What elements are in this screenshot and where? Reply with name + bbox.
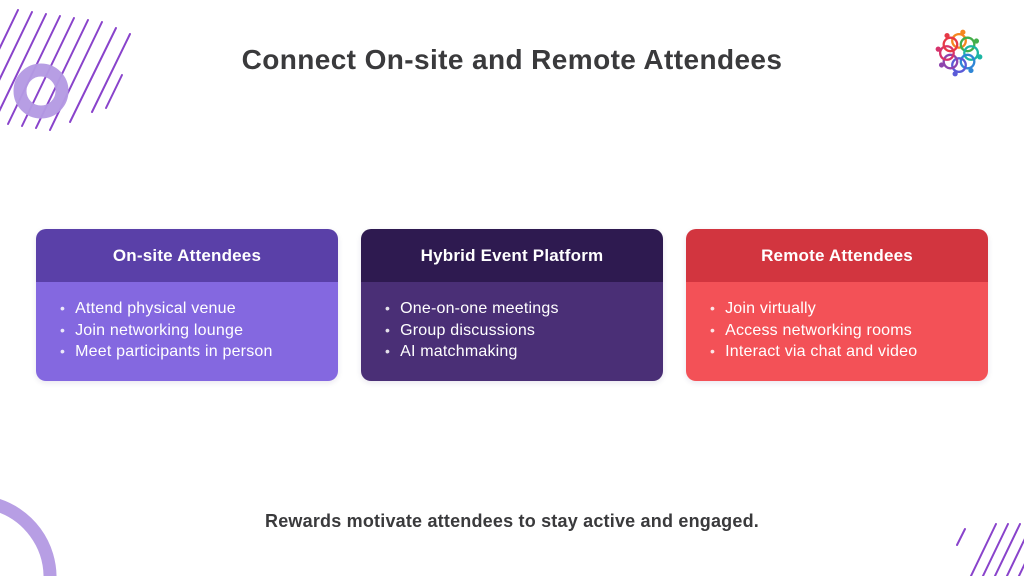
- list-item: Access networking rooms: [710, 320, 974, 342]
- bullet-icon: [60, 320, 65, 342]
- community-swirl-logo-icon: [935, 29, 983, 77]
- bullet-icon: [710, 320, 715, 342]
- card-remote-attendees: Remote Attendees Join virtually Access n…: [686, 229, 988, 381]
- comparison-cards-row: On-site Attendees Attend physical venue …: [36, 229, 988, 381]
- list-item: Interact via chat and video: [710, 341, 974, 363]
- list-item-text: AI matchmaking: [400, 343, 518, 361]
- bullet-icon: [385, 298, 390, 320]
- bullet-icon: [385, 341, 390, 363]
- card-title: Hybrid Event Platform: [420, 245, 604, 265]
- card-body: One-on-one meetings Group discussions AI…: [361, 282, 663, 381]
- card-title: On-site Attendees: [112, 245, 262, 265]
- bullet-icon: [385, 320, 390, 342]
- list-item-text: Join virtually: [725, 300, 816, 318]
- card-body: Join virtually Access networking rooms I…: [686, 282, 988, 381]
- list-item: Join virtually: [710, 298, 974, 320]
- list-item: One-on-one meetings: [385, 298, 649, 320]
- card-header: Remote Attendees: [686, 229, 988, 282]
- card-body: Attend physical venue Join networking lo…: [36, 282, 338, 381]
- list-item: Meet participants in person: [60, 341, 324, 363]
- page-title: Connect On-site and Remote Attendees: [241, 44, 783, 75]
- list-item-text: Access networking rooms: [725, 321, 912, 339]
- list-item-text: One-on-one meetings: [400, 300, 559, 318]
- list-item: Attend physical venue: [60, 298, 324, 320]
- list-item-text: Meet participants in person: [75, 343, 273, 361]
- footer-caption: Rewards motivate attendees to stay activ…: [265, 511, 759, 531]
- list-item-text: Group discussions: [400, 321, 536, 339]
- card-hybrid-event-platform: Hybrid Event Platform One-on-one meeting…: [361, 229, 663, 381]
- list-item: Group discussions: [385, 320, 649, 342]
- list-item: AI matchmaking: [385, 341, 649, 363]
- bullet-icon: [710, 341, 715, 363]
- list-item-text: Attend physical venue: [75, 300, 236, 318]
- list-item: Join networking lounge: [60, 320, 324, 342]
- list-item-text: Interact via chat and video: [725, 343, 918, 361]
- card-header: Hybrid Event Platform: [361, 229, 663, 282]
- list-item-text: Join networking lounge: [75, 321, 244, 339]
- card-title: Remote Attendees: [761, 245, 913, 265]
- bullet-icon: [710, 298, 715, 320]
- bullet-icon: [60, 298, 65, 320]
- card-header: On-site Attendees: [36, 229, 338, 282]
- card-onsite-attendees: On-site Attendees Attend physical venue …: [36, 229, 338, 381]
- bullet-icon: [60, 341, 65, 363]
